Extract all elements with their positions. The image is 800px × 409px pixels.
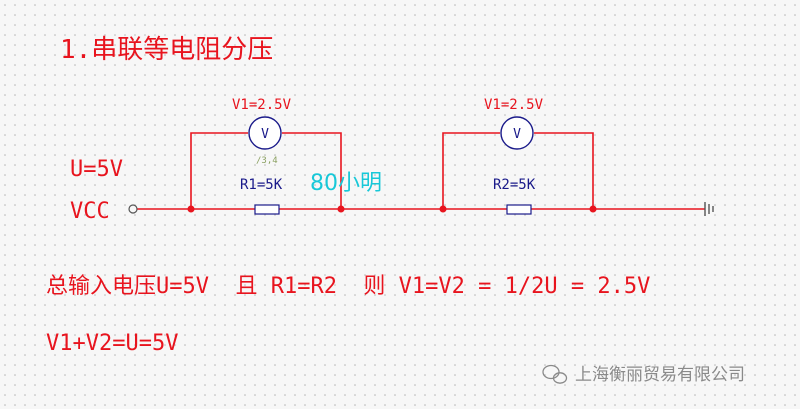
voltmeter2-reading: V1=2.5V xyxy=(484,97,544,113)
supply-voltage-label: U=5V xyxy=(70,157,123,182)
circuit-wires xyxy=(137,132,705,210)
junction-dot xyxy=(439,205,447,213)
explanation-line1: 总输入电压U=5V 且 R1=R2 则 V1=V2 = 1/2U = 2.5V xyxy=(46,274,650,299)
junction-dot xyxy=(337,205,345,213)
voltmeter1-tag: /3,4 xyxy=(256,156,278,166)
explanation-line2: V1+V2=U=5V xyxy=(46,331,178,356)
meter1-left-wire xyxy=(190,132,248,209)
junctions xyxy=(187,205,597,213)
junction-dot xyxy=(187,205,195,213)
ground-icon xyxy=(704,202,714,216)
voltmeter1-reading: V1=2.5V xyxy=(232,97,292,113)
wechat-icon xyxy=(542,364,568,384)
voltmeter1-symbol: V xyxy=(261,127,269,142)
voltmeter2-icon xyxy=(500,116,534,150)
overlay-text: 80小明 xyxy=(310,171,382,196)
vcc-label: VCC xyxy=(70,199,110,224)
meter1-right-wire xyxy=(282,132,342,209)
vcc-terminal-icon xyxy=(128,204,138,214)
voltmeter2-symbol: V xyxy=(513,127,521,142)
voltmeter1-icon xyxy=(248,116,282,150)
watermark-text: 上海衡丽贸易有限公司 xyxy=(575,365,745,385)
meter2-left-wire xyxy=(442,132,500,209)
resistor-r1-icon xyxy=(254,204,280,215)
resistor-r2-icon xyxy=(506,204,532,215)
junction-dot xyxy=(589,205,597,213)
resistor-r2-label: R2=5K xyxy=(493,177,536,193)
resistor-r1-label: R1=5K xyxy=(240,177,283,193)
meter2-right-wire xyxy=(534,132,594,209)
diagram-title: 1.串联等电阻分压 xyxy=(60,35,273,65)
watermark: 上海衡丽贸易有限公司 xyxy=(542,364,745,385)
